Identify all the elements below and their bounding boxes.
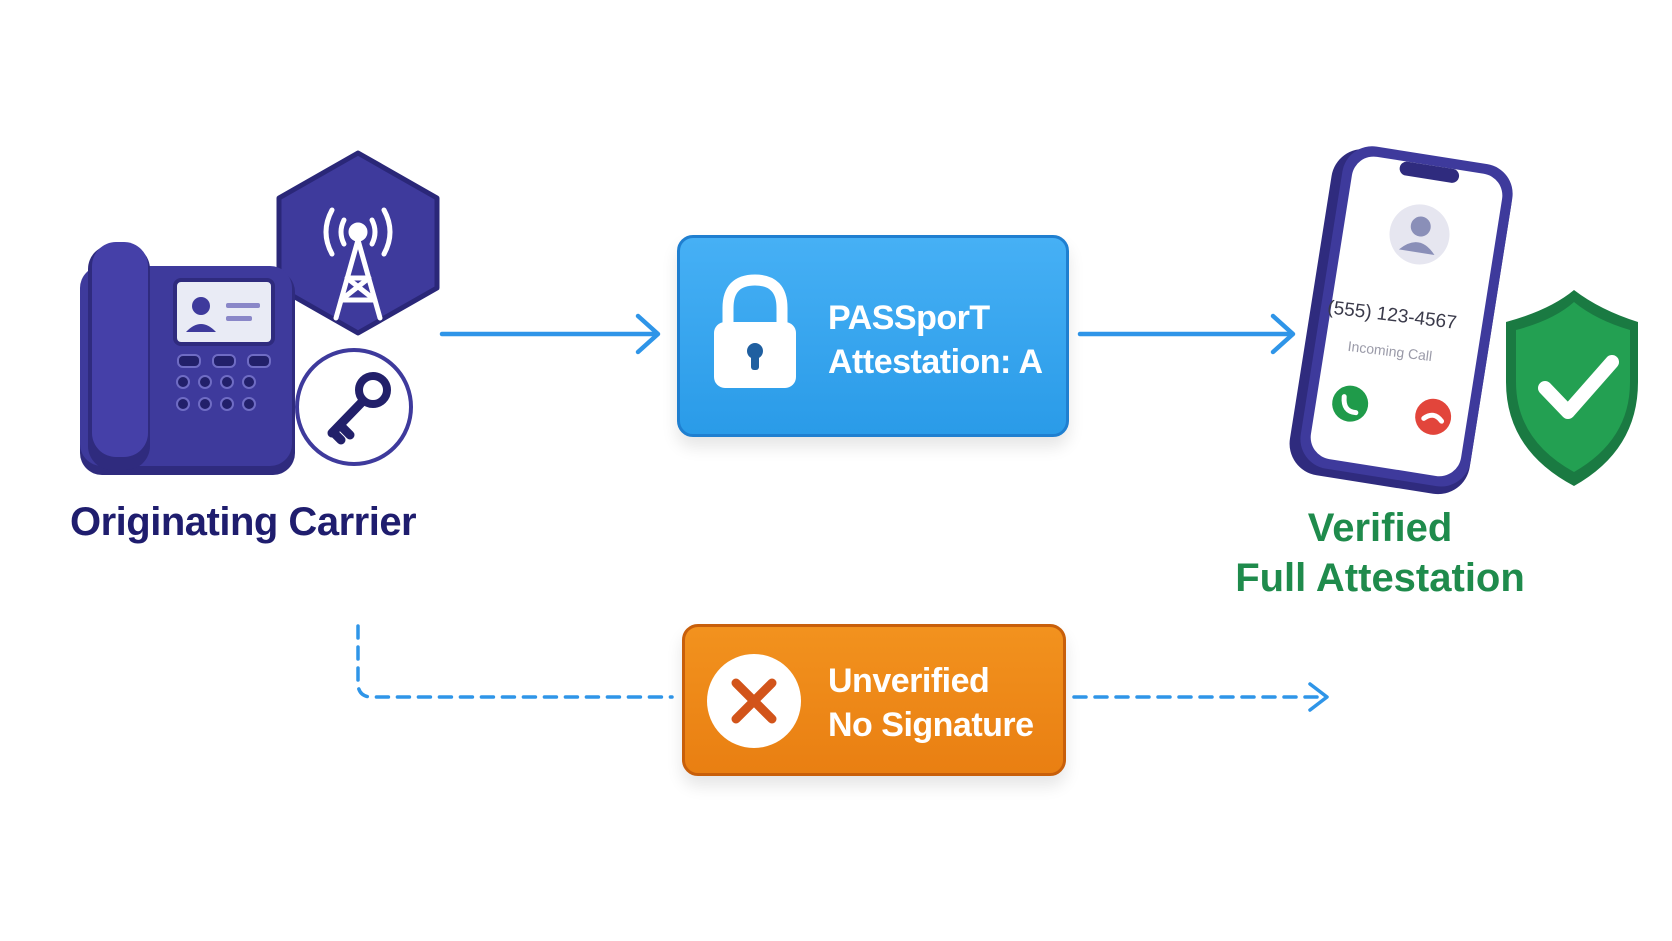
arrow-passport-to-verified <box>1077 313 1296 355</box>
caller-avatar <box>1389 204 1450 265</box>
lock-icon <box>714 274 796 388</box>
verified-label: Verified Full Attestation <box>1200 503 1560 603</box>
unverified-text: Unverified No Signature <box>828 659 1034 747</box>
verified-line-2: Full Attestation <box>1235 556 1525 600</box>
dashed-arrow-origin-to-unverified <box>356 624 674 699</box>
accept-call-button[interactable] <box>1330 383 1371 424</box>
verified-line-1: Verified <box>1307 506 1453 550</box>
passport-line-2: Attestation: A <box>828 343 1043 381</box>
verified-illustration <box>1289 146 1638 495</box>
passport-attestation-box: PASSporT Attestation: A <box>677 235 1069 437</box>
unverified-box: Unverified No Signature <box>682 624 1066 776</box>
smartphone-icon <box>1289 146 1513 495</box>
cell-tower-icon <box>276 150 440 336</box>
shield-check-icon <box>1506 290 1638 486</box>
arrow-origin-to-passport <box>439 313 661 355</box>
unverified-line-2: No Signature <box>828 706 1034 744</box>
decline-call-button[interactable] <box>1413 396 1454 437</box>
key-icon <box>295 348 413 466</box>
passport-text: PASSporT Attestation: A <box>828 296 1043 384</box>
originating-carrier-label: Originating Carrier <box>70 500 417 544</box>
passport-line-1: PASSporT <box>828 299 990 337</box>
desk-phone-icon <box>80 242 295 475</box>
unverified-line-1: Unverified <box>828 662 990 700</box>
dashed-arrow-unverified-to-verified <box>1072 682 1329 712</box>
x-circle-icon <box>707 654 801 748</box>
originating-carrier-illustration <box>80 150 440 475</box>
